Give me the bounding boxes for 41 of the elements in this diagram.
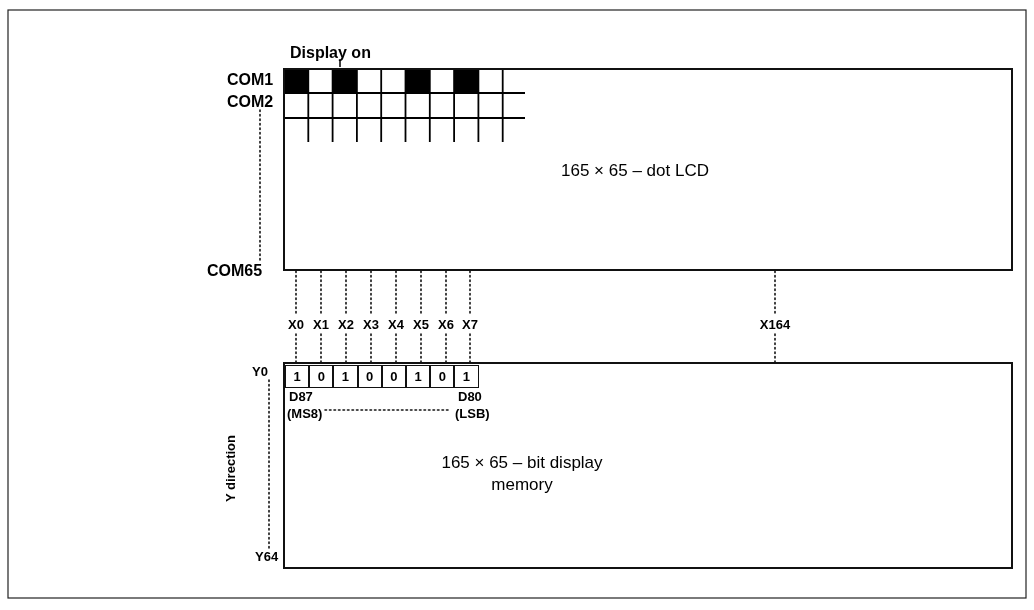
bit-note: (LSB)	[455, 406, 490, 421]
row-label: COM1	[227, 71, 274, 89]
dotted-connector	[469, 270, 471, 317]
bit-cell: 1	[454, 365, 479, 388]
column-label: X6	[434, 316, 458, 334]
box-title: 165 × 65 – dot LCD	[560, 160, 710, 182]
display-memory-box	[283, 362, 1013, 569]
dotted-connector	[395, 270, 397, 317]
bit-label: D80	[458, 389, 482, 404]
box-title: 165 × 65 – bit display memory	[440, 452, 604, 497]
bit-cell: 0	[430, 365, 455, 388]
lcd-panel-box	[283, 68, 1013, 271]
row-label: Y64	[255, 549, 279, 564]
bit-cell: 1	[285, 365, 310, 388]
bit-cell: 0	[357, 365, 382, 388]
bit-cell: 0	[381, 365, 406, 388]
bit-cell: 1	[406, 365, 431, 388]
dotted-connector	[320, 270, 322, 317]
bit-note: (MS8)	[287, 406, 323, 421]
column-label: X7	[458, 316, 482, 334]
bit-cell: 1	[333, 365, 358, 388]
column-label: X5	[409, 316, 433, 334]
dotted-connector	[420, 270, 422, 317]
row-label: COM65	[207, 262, 263, 280]
bit-cell: 0	[309, 365, 334, 388]
bit-label: D87	[289, 389, 313, 404]
row-label: COM2	[227, 93, 274, 111]
column-label: X0	[284, 316, 308, 334]
column-label: X4	[384, 316, 408, 334]
column-label: X164	[755, 316, 795, 334]
axis-label: Y direction	[222, 434, 238, 504]
column-label: X1	[309, 316, 333, 334]
row-label: Y0	[252, 364, 268, 379]
dotted-connector	[774, 333, 776, 363]
dotted-connector	[295, 270, 297, 317]
dotted-connector	[445, 270, 447, 317]
dotted-connector	[774, 270, 776, 317]
column-label: X2	[334, 316, 358, 334]
dotted-connector	[370, 270, 372, 317]
dotted-connector	[345, 270, 347, 317]
column-label: X3	[359, 316, 383, 334]
